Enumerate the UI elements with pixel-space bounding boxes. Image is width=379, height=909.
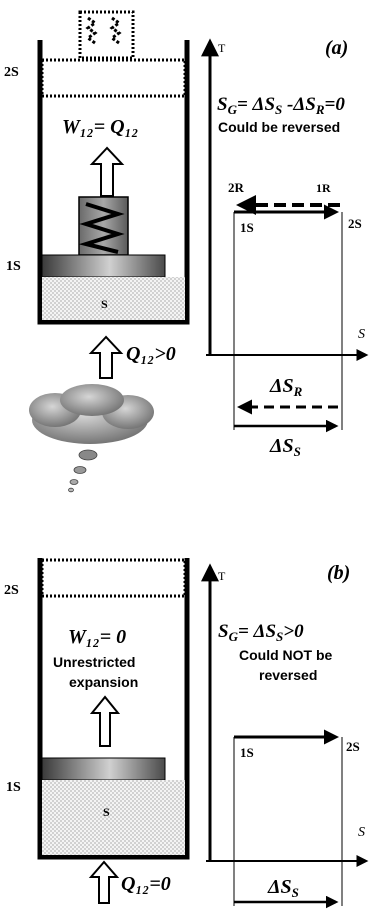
t-axis-label: T xyxy=(218,569,226,583)
cylinder-a xyxy=(37,40,190,325)
cylinder-b xyxy=(37,558,190,860)
delta-s-s-label: ΔSS xyxy=(269,435,301,459)
ts-diagram-b: T S (b) SG= ΔSS>0 Could NOT be reversed … xyxy=(201,562,369,909)
delta-s-s-label: ΔSS xyxy=(267,876,299,900)
point-1s: 1S xyxy=(240,220,254,235)
panel-label: (a) xyxy=(325,37,348,59)
s-axis-label: S xyxy=(358,327,365,342)
piston-a xyxy=(41,254,166,278)
expansion-line-1: Unrestricted xyxy=(53,654,135,670)
heat-label: Q₁₂>0 xyxy=(126,343,176,365)
level-1s-label: 1S xyxy=(6,259,21,274)
expansion-line-2: expansion xyxy=(69,674,138,690)
panel-b: 2S 1S W₁₂= 0 Unrestricted expansion S Q₁… xyxy=(4,558,369,909)
point-2s: 2S xyxy=(348,216,362,231)
reversibility-note: Could be reversed xyxy=(218,119,340,135)
panel-a: 2S 1S W₁₂= Q₁₂ S Q₁₂>0 xyxy=(4,10,369,493)
entropy-generation-equation: SG= ΔSS -ΔSR=0 xyxy=(217,94,345,117)
state-2s-dotted-box xyxy=(40,558,187,598)
entropy-generation-equation: SG= ΔSS>0 xyxy=(218,621,304,644)
reversibility-note-2: reversed xyxy=(259,667,317,683)
spring-coil xyxy=(78,202,125,254)
work-label: W₁₂= 0 xyxy=(68,626,126,648)
s-axis-label: S xyxy=(358,825,365,840)
heat-label: Q₁₂=0 xyxy=(121,873,171,895)
point-1r: 1R xyxy=(316,181,331,195)
t-axis-label: T xyxy=(218,41,226,55)
state-2s-dotted-box xyxy=(40,58,187,98)
ts-diagram-a: T S (a) SG= ΔSS -ΔSR=0 Could be reversed… xyxy=(201,37,369,459)
work-label: W₁₂= Q₁₂ xyxy=(62,116,139,138)
level-2s-label: 2S xyxy=(4,583,19,598)
heat-arrow-icon xyxy=(88,860,120,904)
gas-region-b xyxy=(42,780,185,855)
up-arrow-icon xyxy=(89,695,121,747)
up-arrow-icon xyxy=(89,146,125,197)
level-2s-label: 2S xyxy=(4,65,19,80)
gas-label: S xyxy=(103,805,110,819)
delta-s-r-label: ΔSR xyxy=(269,375,303,399)
reversibility-note-1: Could NOT be xyxy=(239,647,333,663)
gas-label: S xyxy=(101,297,108,311)
point-1s: 1S xyxy=(240,745,254,760)
point-2r: 2R xyxy=(228,180,245,195)
piston-b xyxy=(41,757,166,781)
level-1s-label: 1S xyxy=(6,780,21,795)
displaced-spring-dotted xyxy=(78,10,135,60)
point-2s: 2S xyxy=(346,739,360,754)
heat-arrow-icon xyxy=(88,335,124,379)
panel-label: (b) xyxy=(327,562,350,584)
heat-source-cloud-icon xyxy=(29,384,154,493)
